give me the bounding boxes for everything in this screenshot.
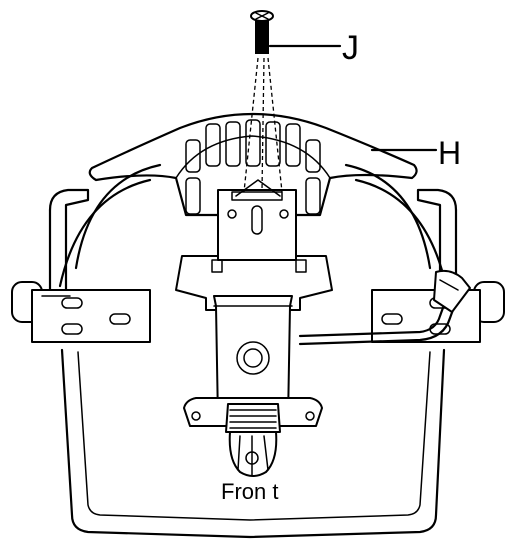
tilt-lever bbox=[298, 269, 471, 346]
back-bracket-h bbox=[88, 112, 418, 217]
right-armrest bbox=[344, 163, 505, 323]
bracket-slots bbox=[185, 119, 321, 215]
label-screw-j: J bbox=[342, 29, 359, 67]
label-front: Fron t bbox=[221, 479, 278, 504]
seat-frame bbox=[60, 348, 446, 539]
left-arm-plate bbox=[31, 289, 151, 343]
screw-j bbox=[243, 10, 342, 193]
gas-cylinder bbox=[183, 295, 323, 477]
label-bracket-h: H bbox=[438, 135, 461, 171]
